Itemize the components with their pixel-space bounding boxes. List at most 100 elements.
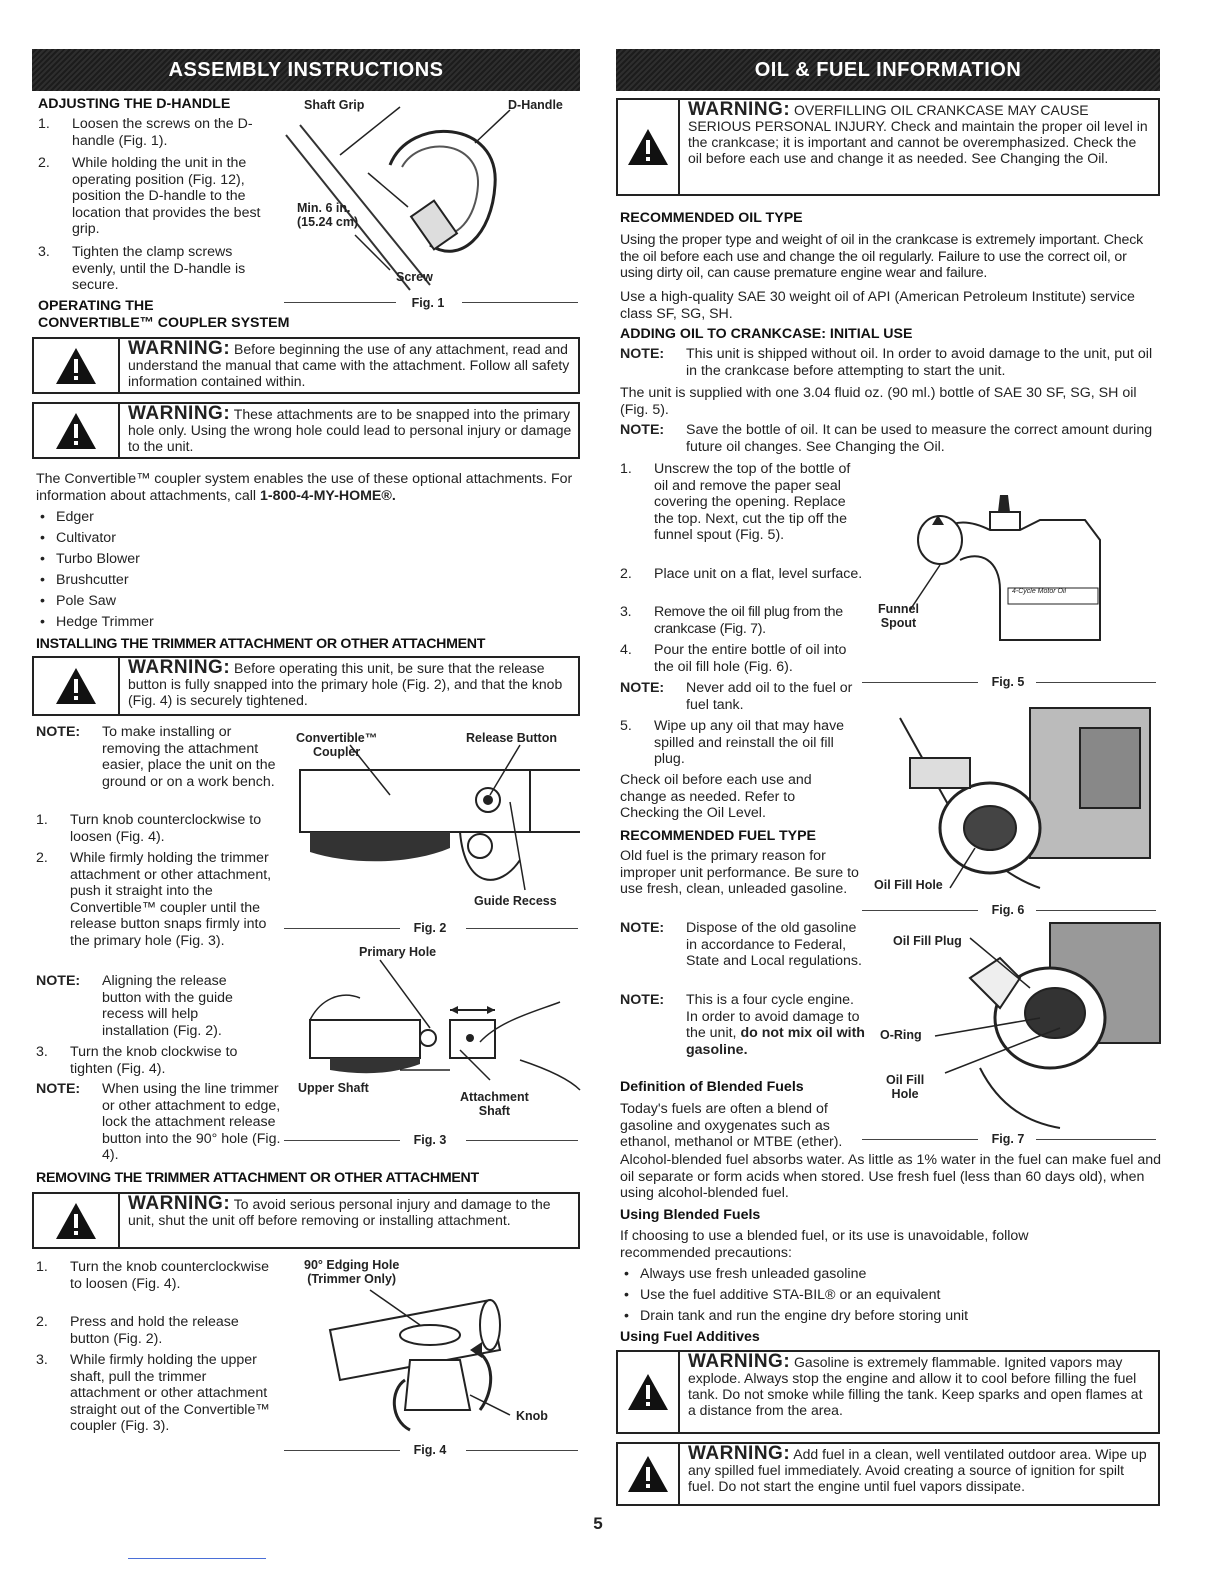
fig7-label-oring: O-Ring <box>880 1028 922 1042</box>
overfill-warning: WARNING: OVERFILLING OIL CRANKCASE MAY C… <box>616 98 1160 196</box>
list-item: Brushcutter <box>36 570 154 591</box>
attachment-insertion-illustration <box>309 959 581 1091</box>
blended-fuels-paragraph-1: Today's fuels are often a blend of gasol… <box>620 1101 843 1150</box>
fig4-label-knob: Knob <box>516 1409 548 1423</box>
ventilation-warning: WARNING: Add fuel in a clean, well venti… <box>616 1442 1160 1506</box>
fig5-rule-left <box>862 682 978 683</box>
gasoline-warning: WARNING: Gasoline is extremely flammable… <box>616 1350 1160 1434</box>
adding-oil-heading: ADDING OIL TO CRANKCASE: INITIAL USE <box>620 326 913 342</box>
warning-triangle-icon <box>34 404 120 457</box>
precautions-list: Always use fresh unleaded gasoline Use t… <box>620 1264 968 1327</box>
adding-paragraph-2: Check oil before each use and change as … <box>620 772 812 821</box>
oil-fill-hole-illustration <box>899 707 1151 889</box>
installing-warning: WARNING: Before operating this unit, be … <box>32 656 580 716</box>
removing-warning: WARNING: To avoid serious personal injur… <box>32 1192 580 1249</box>
bottle-label-text: 4-Cycle Motor Oil <box>1012 588 1067 595</box>
list-item: Drain tank and run the engine dry before… <box>620 1306 968 1327</box>
dhandle-heading: ADJUSTING THE D-HANDLE <box>38 96 231 112</box>
d-handle-illustration <box>285 106 511 291</box>
fig2-label-release: Release Button <box>466 731 557 745</box>
adding-note-3: NOTE:Never add oil to the fuel or fuel t… <box>620 680 853 713</box>
removing-step-2: 2.Press and hold the release button (Fig… <box>36 1314 239 1347</box>
oil-type-paragraph-1: Using the proper type and weight of oil … <box>620 232 1143 281</box>
fuel-note-2: NOTE:This is a four cycle engine. In ord… <box>620 992 865 1058</box>
oil-type-paragraph-2: Use a high-quality SAE 30 weight oil of … <box>620 289 1135 322</box>
fig4-label-edging: 90° Edging Hole(Trimmer Only) <box>304 1258 400 1286</box>
adding-paragraph-1: The unit is supplied with one 3.04 fluid… <box>620 385 1137 418</box>
oil-type-heading: RECOMMENDED OIL TYPE <box>620 210 803 226</box>
installing-step-1: 1.Turn knob counterclockwise to loosen (… <box>36 812 262 845</box>
fig7-rule-left <box>862 1139 978 1140</box>
assembly-banner: ASSEMBLY INSTRUCTIONS <box>32 49 580 91</box>
fuel-type-heading: RECOMMENDED FUEL TYPE <box>620 828 817 844</box>
fig1-label-screw: Screw <box>396 270 433 284</box>
installing-note-3: NOTE:When using the line trimmer or othe… <box>36 1081 281 1163</box>
adding-note-1: NOTE:This unit is shipped without oil. I… <box>620 346 1153 379</box>
warning-triangle-icon <box>618 1352 680 1432</box>
adding-note-2: NOTE:Save the bottle of oil. It can be u… <box>620 422 1153 455</box>
installing-note-2: NOTE:Aligning the release button with th… <box>36 973 233 1039</box>
oil-bottle-illustration <box>909 495 1101 641</box>
fig6-rule-left <box>862 910 978 911</box>
fig4-rule-left <box>284 1450 400 1451</box>
fig3-label-upper: Upper Shaft <box>298 1081 369 1095</box>
attachment-list: Edger Cultivator Turbo Blower Brushcutte… <box>36 507 154 633</box>
list-item: Turbo Blower <box>36 549 154 570</box>
dhandle-step-3: 3.Tighten the clamp screws evenly, until… <box>38 244 246 293</box>
warning-triangle-icon <box>618 1444 680 1504</box>
blended-fuels-heading: Definition of Blended Fuels <box>620 1079 804 1095</box>
fig2-rule-right <box>466 928 578 929</box>
oil-fill-plug-illustration <box>934 922 1161 1129</box>
adding-step-5: 5.Wipe up any oil that may have spilled … <box>620 718 845 767</box>
dhandle-step-2: 2.While holding the unit in the operatin… <box>38 155 261 237</box>
fig6-caption: Fig. 6 <box>991 903 1025 917</box>
installing-heading: INSTALLING THE TRIMMER ATTACHMENT OR OTH… <box>36 636 486 652</box>
warning-triangle-icon <box>34 658 120 714</box>
page-number: 5 <box>593 1514 603 1533</box>
warning-triangle-icon <box>34 339 120 392</box>
fig5-caption: Fig. 5 <box>991 675 1025 689</box>
oil-fuel-banner: OIL & FUEL INFORMATION <box>616 49 1160 91</box>
fig2-rule-left <box>284 928 400 929</box>
fig3-label-primary: Primary Hole <box>359 945 437 959</box>
fig1-rule-right <box>462 302 578 303</box>
knob-illustration <box>328 1289 511 1432</box>
fig1-caption: Fig. 1 <box>411 296 445 310</box>
warning-triangle-icon <box>618 100 680 194</box>
fig3-rule-left <box>284 1140 400 1141</box>
fig6-label-hole: Oil Fill Hole <box>874 878 943 892</box>
adding-step-4: 4.Pour the entire bottle of oil into the… <box>620 642 847 675</box>
fuel-note-1: NOTE:Dispose of the old gasoline in acco… <box>620 920 862 969</box>
fuel-type-paragraph: Old fuel is the primary reason for impro… <box>620 848 859 897</box>
fig4-caption: Fig. 4 <box>413 1443 447 1457</box>
warning-triangle-icon <box>34 1194 120 1247</box>
adding-step-1: 1.Unscrew the top of the bottle of oil a… <box>620 461 851 543</box>
list-item: Edger <box>36 507 154 528</box>
fig7-rule-right <box>1036 1139 1156 1140</box>
coupler-intro: The Convertible™ coupler system enables … <box>36 471 573 504</box>
fig1-rule-left <box>284 302 396 303</box>
fig1-label-d-handle: D-Handle <box>508 98 563 112</box>
list-item: Use the fuel additive STA-BIL® or an equ… <box>620 1285 968 1306</box>
fig2-label-recess: Guide Recess <box>474 894 557 908</box>
removing-step-1: 1.Turn the knob counterclockwise to loos… <box>36 1259 269 1292</box>
adding-step-2: 2.Place unit on a flat, level surface. <box>620 566 863 582</box>
blended-fuels-paragraph-2: Alcohol-blended fuel absorbs water. As l… <box>620 1152 1162 1201</box>
fig1-label-min: Min. 6 in.(15.24 cm) <box>297 201 359 229</box>
fig7-caption: Fig. 7 <box>991 1132 1025 1146</box>
using-blended-heading: Using Blended Fuels <box>620 1207 761 1223</box>
coupler-warning-2: WARNING: These attachments are to be sna… <box>32 402 580 459</box>
list-item: Cultivator <box>36 528 154 549</box>
fig6-rule-right <box>1036 910 1156 911</box>
list-item: Always use fresh unleaded gasoline <box>620 1264 968 1285</box>
fig7-label-plug: Oil Fill Plug <box>893 934 962 948</box>
fig5-rule-right <box>1036 682 1156 683</box>
installing-note-1: NOTE:To make installing or removing the … <box>36 724 276 790</box>
fig2-caption: Fig. 2 <box>413 921 447 935</box>
adding-step-3: 3.Remove the oil fill plug from the cran… <box>620 604 843 637</box>
dhandle-step-1: 1.Loosen the screws on the D-handle (Fig… <box>38 116 253 149</box>
list-item: Hedge Trimmer <box>36 612 154 633</box>
